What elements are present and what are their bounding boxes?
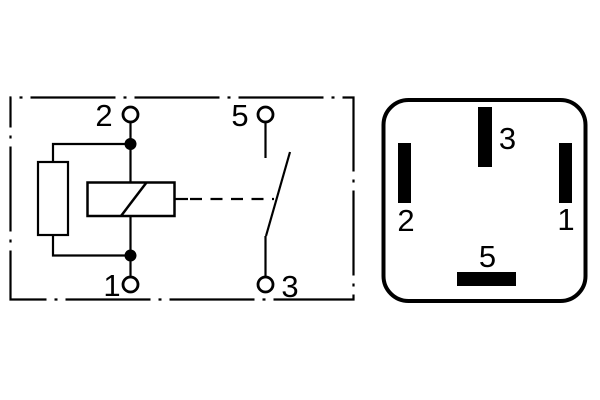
terminal-circle-1 (121, 275, 140, 294)
pin-bar-1 (559, 143, 572, 203)
pin-bar-3 (478, 107, 492, 167)
terminal-label-3: 3 (281, 269, 298, 304)
wire-resistor-top (51, 142, 131, 162)
connector-outline (381, 98, 588, 303)
schematic-section: 2 5 1 3 (9, 96, 355, 304)
schematic-boundary-box (9, 96, 355, 301)
terminal-circle-3 (256, 275, 275, 294)
terminal-label-2: 2 (95, 98, 112, 133)
terminal-circle-2 (121, 105, 140, 124)
terminal-label-1: 1 (103, 268, 120, 303)
pin-label-2: 2 (397, 203, 414, 238)
junction-dot-top (124, 138, 137, 150)
junction-dot-bottom (124, 249, 137, 262)
pin-label-3: 3 (499, 121, 516, 156)
resistor-symbol (36, 160, 70, 237)
switch-arm (264, 151, 292, 237)
pin-bar-2 (398, 143, 411, 203)
pin-label-1: 1 (557, 202, 574, 237)
coil-symbol (86, 181, 176, 218)
terminal-label-5: 5 (231, 98, 248, 133)
wire-resistor-bottom (51, 235, 131, 257)
connector-section: 3 2 1 5 (381, 98, 588, 303)
pin-bar-5 (457, 272, 516, 286)
pin-label-5: 5 (479, 239, 496, 274)
coil-diagonal-stroke (120, 181, 148, 217)
terminal-circle-5 (256, 105, 275, 124)
